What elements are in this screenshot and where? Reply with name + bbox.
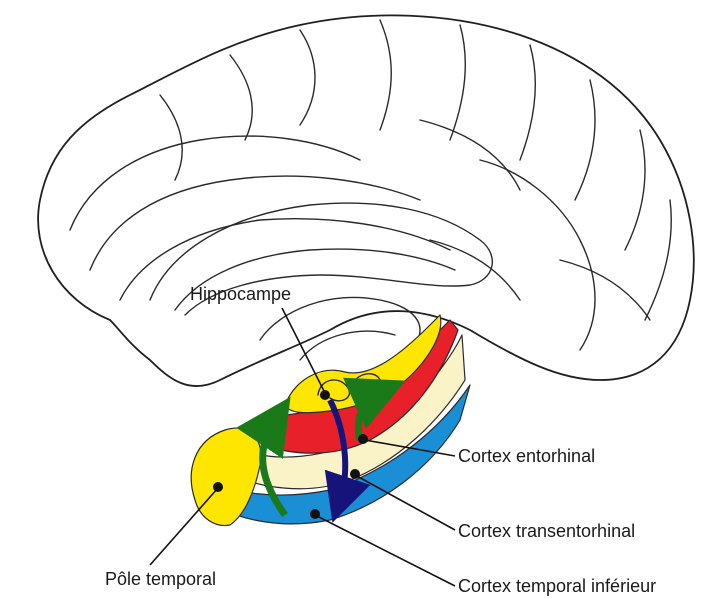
label-entorhinal: Cortex entorhinal — [458, 446, 595, 466]
label-temporal-pole: Pôle temporal — [105, 569, 216, 589]
label-hippocampus: Hippocampe — [190, 284, 291, 304]
label-inferior-temporal: Cortex temporal inférieur — [458, 576, 656, 596]
label-transentorhinal: Cortex transentorhinal — [458, 521, 635, 541]
